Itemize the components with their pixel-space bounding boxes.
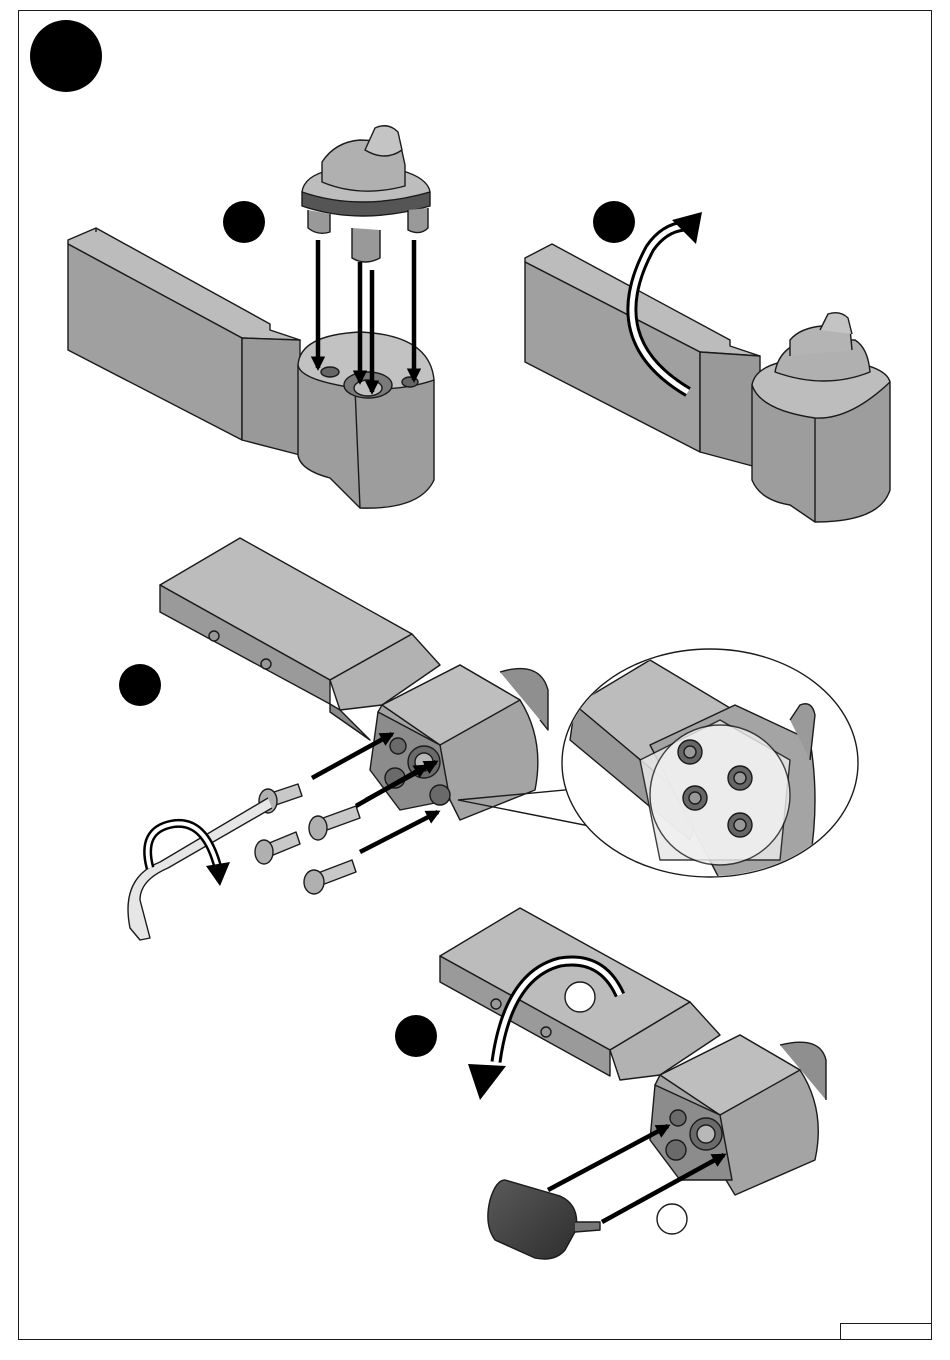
step-b-badge [593, 201, 635, 243]
step-d-badge [395, 1015, 437, 1057]
page-number-box [840, 1323, 932, 1340]
step-d-marker-top [565, 982, 595, 1012]
step-c-badge [119, 664, 161, 706]
step-a-illustration [68, 126, 434, 508]
step-b-illustration [525, 201, 890, 522]
step-d-marker-bottom [657, 1204, 687, 1234]
step-a-badge [223, 201, 265, 243]
step-c-illustration [119, 538, 548, 940]
main-step-badge [30, 20, 102, 92]
step-d-illustration [395, 908, 826, 1259]
